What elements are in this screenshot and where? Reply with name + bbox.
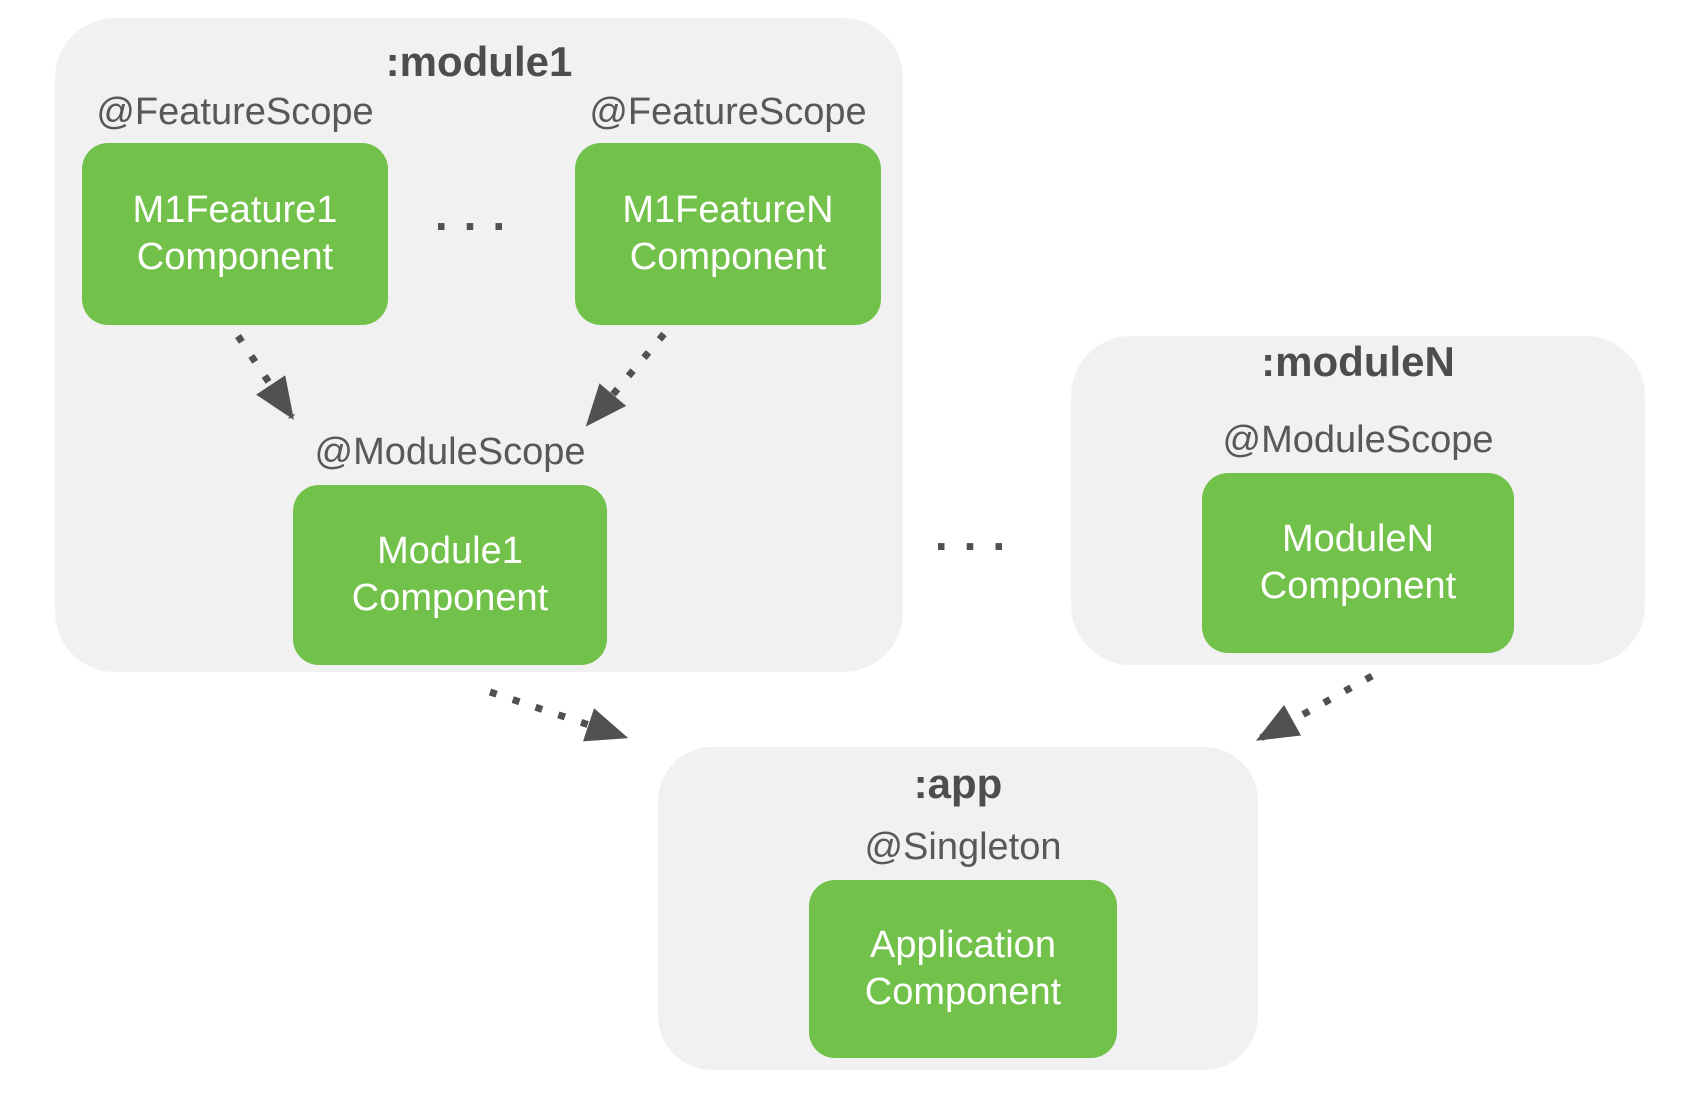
moduleN-scope-label: @ModuleScope: [1222, 419, 1494, 461]
node-label-line: Component: [629, 236, 827, 278]
ellipsis-between-modules: ...: [934, 508, 1022, 560]
node-application-component: Application Component: [809, 880, 1117, 1058]
ellipsis-between-features: ...: [434, 188, 522, 240]
featureN-scope-label: @FeatureScope: [589, 91, 867, 133]
node-label-line: M1FeatureN: [622, 189, 834, 231]
node-label-line: Component: [1259, 565, 1457, 607]
node-label-line: ModuleN: [1281, 518, 1435, 560]
arrow-module1-to-app: [488, 688, 629, 742]
node-label-line: M1Feature1: [132, 189, 338, 231]
singleton-scope-label: @Singleton: [864, 826, 1062, 868]
group-module1-title: :module1: [385, 38, 573, 85]
node-label-line: Component: [136, 236, 334, 278]
node-m1feature1-component: M1Feature1 Component: [82, 143, 388, 325]
node-m1featureN-component: M1FeatureN Component: [575, 143, 881, 325]
node-label-line: Component: [864, 971, 1062, 1013]
node-label-line: Module1: [377, 530, 523, 572]
node-label-line: Component: [351, 577, 549, 619]
arrow-moduleN-to-app: [1255, 672, 1374, 743]
node-module1-component: Module1 Component: [293, 485, 607, 665]
node-label-line: Application: [870, 924, 1056, 966]
group-app-title: :app: [913, 760, 1003, 807]
node-moduleN-component: ModuleN Component: [1202, 473, 1514, 653]
module1-scope-label: @ModuleScope: [314, 431, 586, 473]
feature1-scope-label: @FeatureScope: [96, 91, 374, 133]
group-moduleN-title: :moduleN: [1261, 338, 1455, 385]
